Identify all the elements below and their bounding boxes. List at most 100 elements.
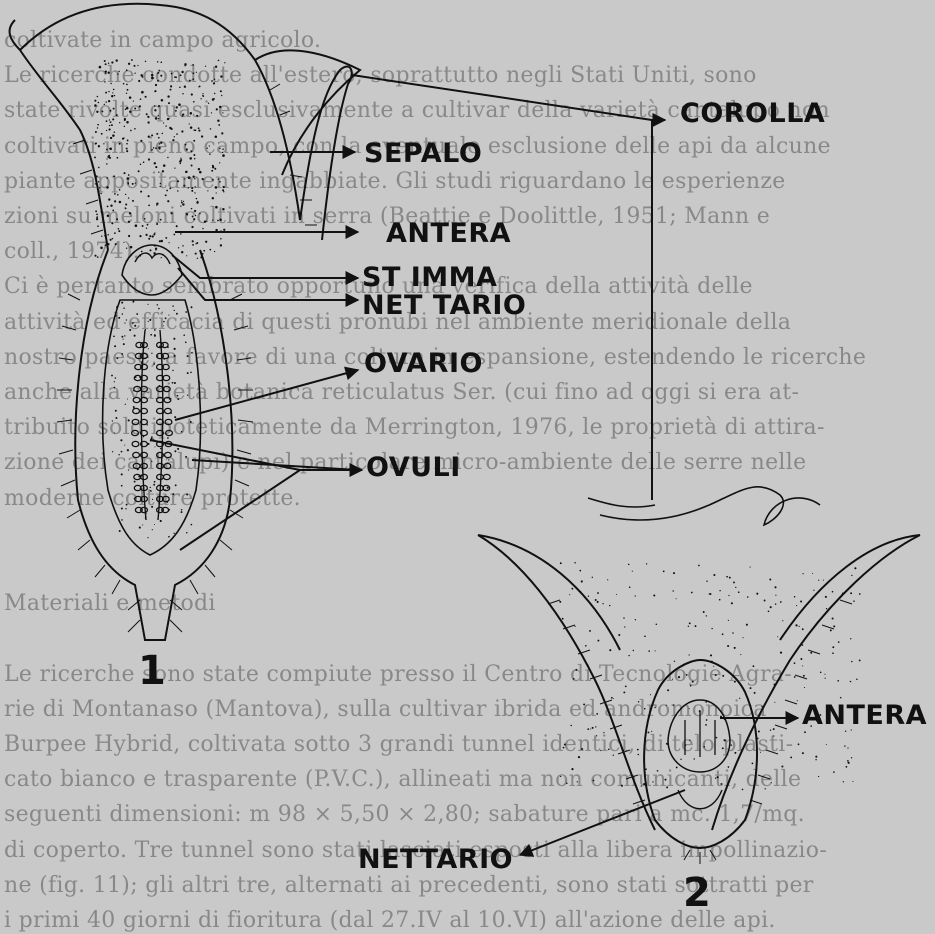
- stipple-dot: [198, 168, 200, 170]
- stipple-dot: [223, 229, 225, 231]
- stipple-dot: [113, 108, 115, 110]
- stipple-dot: [728, 620, 729, 621]
- stipple-dot: [804, 687, 805, 688]
- stipple-dot: [165, 237, 167, 239]
- stipple-dot: [123, 172, 125, 174]
- stipple-dot: [97, 256, 99, 258]
- stipple-dot: [97, 127, 98, 128]
- stipple-dot: [180, 233, 182, 235]
- stipple-dot: [824, 674, 825, 675]
- stipple-dot: [705, 724, 707, 726]
- ovule: [164, 463, 171, 468]
- stipple-dot: [168, 242, 169, 243]
- stipple-dot: [607, 579, 608, 580]
- stipple-dot: [220, 244, 222, 246]
- stipple-dot: [209, 153, 211, 155]
- stipple-dot: [802, 573, 803, 574]
- stipple-dot: [97, 124, 99, 126]
- stipple-dot: [147, 537, 148, 538]
- stipple-dot: [127, 177, 130, 180]
- stipple-dot: [850, 638, 851, 639]
- stipple-dot: [159, 148, 161, 150]
- stipple-dot: [815, 756, 817, 758]
- stipple-dot: [729, 577, 731, 579]
- stipple-dot: [569, 594, 570, 595]
- stipple-dot: [613, 755, 614, 756]
- stipple-dot: [652, 781, 653, 782]
- stipple-dot: [172, 493, 174, 495]
- stipple-dot: [185, 144, 187, 146]
- flower-1-ovary-cavity: [103, 300, 201, 555]
- flower-1-sepal: [255, 50, 360, 175]
- stipple-dot: [148, 321, 149, 322]
- stipple-dot: [794, 662, 796, 664]
- stipple-dot: [731, 602, 733, 604]
- stipple-dot: [666, 786, 668, 788]
- stipple-dot: [208, 103, 209, 104]
- stipple-dot: [112, 92, 113, 93]
- stipple-dot: [698, 565, 700, 567]
- stipple-dot: [163, 164, 166, 167]
- stipple-dot: [750, 567, 751, 568]
- stipple-dot: [222, 189, 224, 191]
- stipple-dot: [588, 596, 589, 597]
- stipple-dot: [676, 766, 678, 768]
- stipple-dot: [728, 766, 730, 768]
- stipple-dot: [176, 106, 178, 108]
- stipple-dot: [194, 158, 196, 160]
- stipple-dot: [200, 98, 201, 99]
- ovule: [132, 441, 139, 446]
- stipple-dot: [592, 577, 593, 578]
- stipple-dot: [191, 187, 193, 189]
- stipple-dot: [130, 130, 132, 132]
- stipple-dot: [654, 707, 655, 708]
- stipple-dot: [209, 145, 210, 146]
- stipple-dot: [132, 200, 134, 202]
- stipple-dot: [192, 175, 194, 177]
- stipple-dot: [109, 125, 110, 126]
- stipple-dot: [757, 738, 759, 740]
- stipple-dot: [680, 759, 681, 760]
- stipple-dot: [167, 95, 169, 97]
- stipple-dot: [155, 147, 157, 149]
- stipple-dot: [140, 98, 142, 100]
- stipple-dot: [196, 115, 198, 117]
- stipple-dot: [145, 329, 146, 330]
- stipple-dot: [213, 98, 215, 100]
- stipple-dot: [165, 194, 167, 196]
- stipple-dot: [105, 73, 106, 74]
- stipple-dot: [181, 251, 183, 253]
- stipple-dot: [195, 243, 196, 244]
- stipple-dot: [190, 371, 192, 373]
- stipple-dot: [740, 654, 741, 655]
- stipple-dot: [151, 353, 152, 354]
- stipple-dot: [217, 119, 219, 121]
- stipple-dot: [119, 530, 121, 532]
- stipple-dot: [118, 317, 120, 319]
- stipple-dot: [832, 652, 834, 654]
- stipple-dot: [673, 704, 675, 706]
- stipple-dot: [742, 789, 744, 791]
- stipple-dot: [747, 596, 749, 598]
- stipple-dot: [151, 77, 154, 80]
- stipple-dot: [154, 245, 156, 247]
- stipple-dot: [105, 92, 107, 94]
- stipple-dot: [121, 473, 123, 475]
- stipple-dot: [741, 749, 742, 750]
- stipple-dot: [177, 398, 179, 400]
- stipple-dot: [117, 357, 119, 359]
- stipple-dot: [210, 128, 212, 130]
- stipple-dot: [651, 731, 652, 732]
- stipple-dot: [769, 579, 771, 581]
- stipple-dot: [156, 133, 158, 135]
- flower-1-texture: [94, 59, 225, 538]
- stipple-dot: [158, 118, 159, 119]
- stipple-dot: [116, 114, 118, 116]
- stipple-dot: [578, 756, 580, 758]
- stipple-dot: [722, 747, 724, 749]
- stipple-dot: [96, 214, 98, 216]
- stipple-dot: [775, 603, 776, 604]
- stipple-dot: [125, 203, 127, 205]
- stipple-dot: [750, 687, 752, 689]
- stipple-dot: [157, 73, 158, 74]
